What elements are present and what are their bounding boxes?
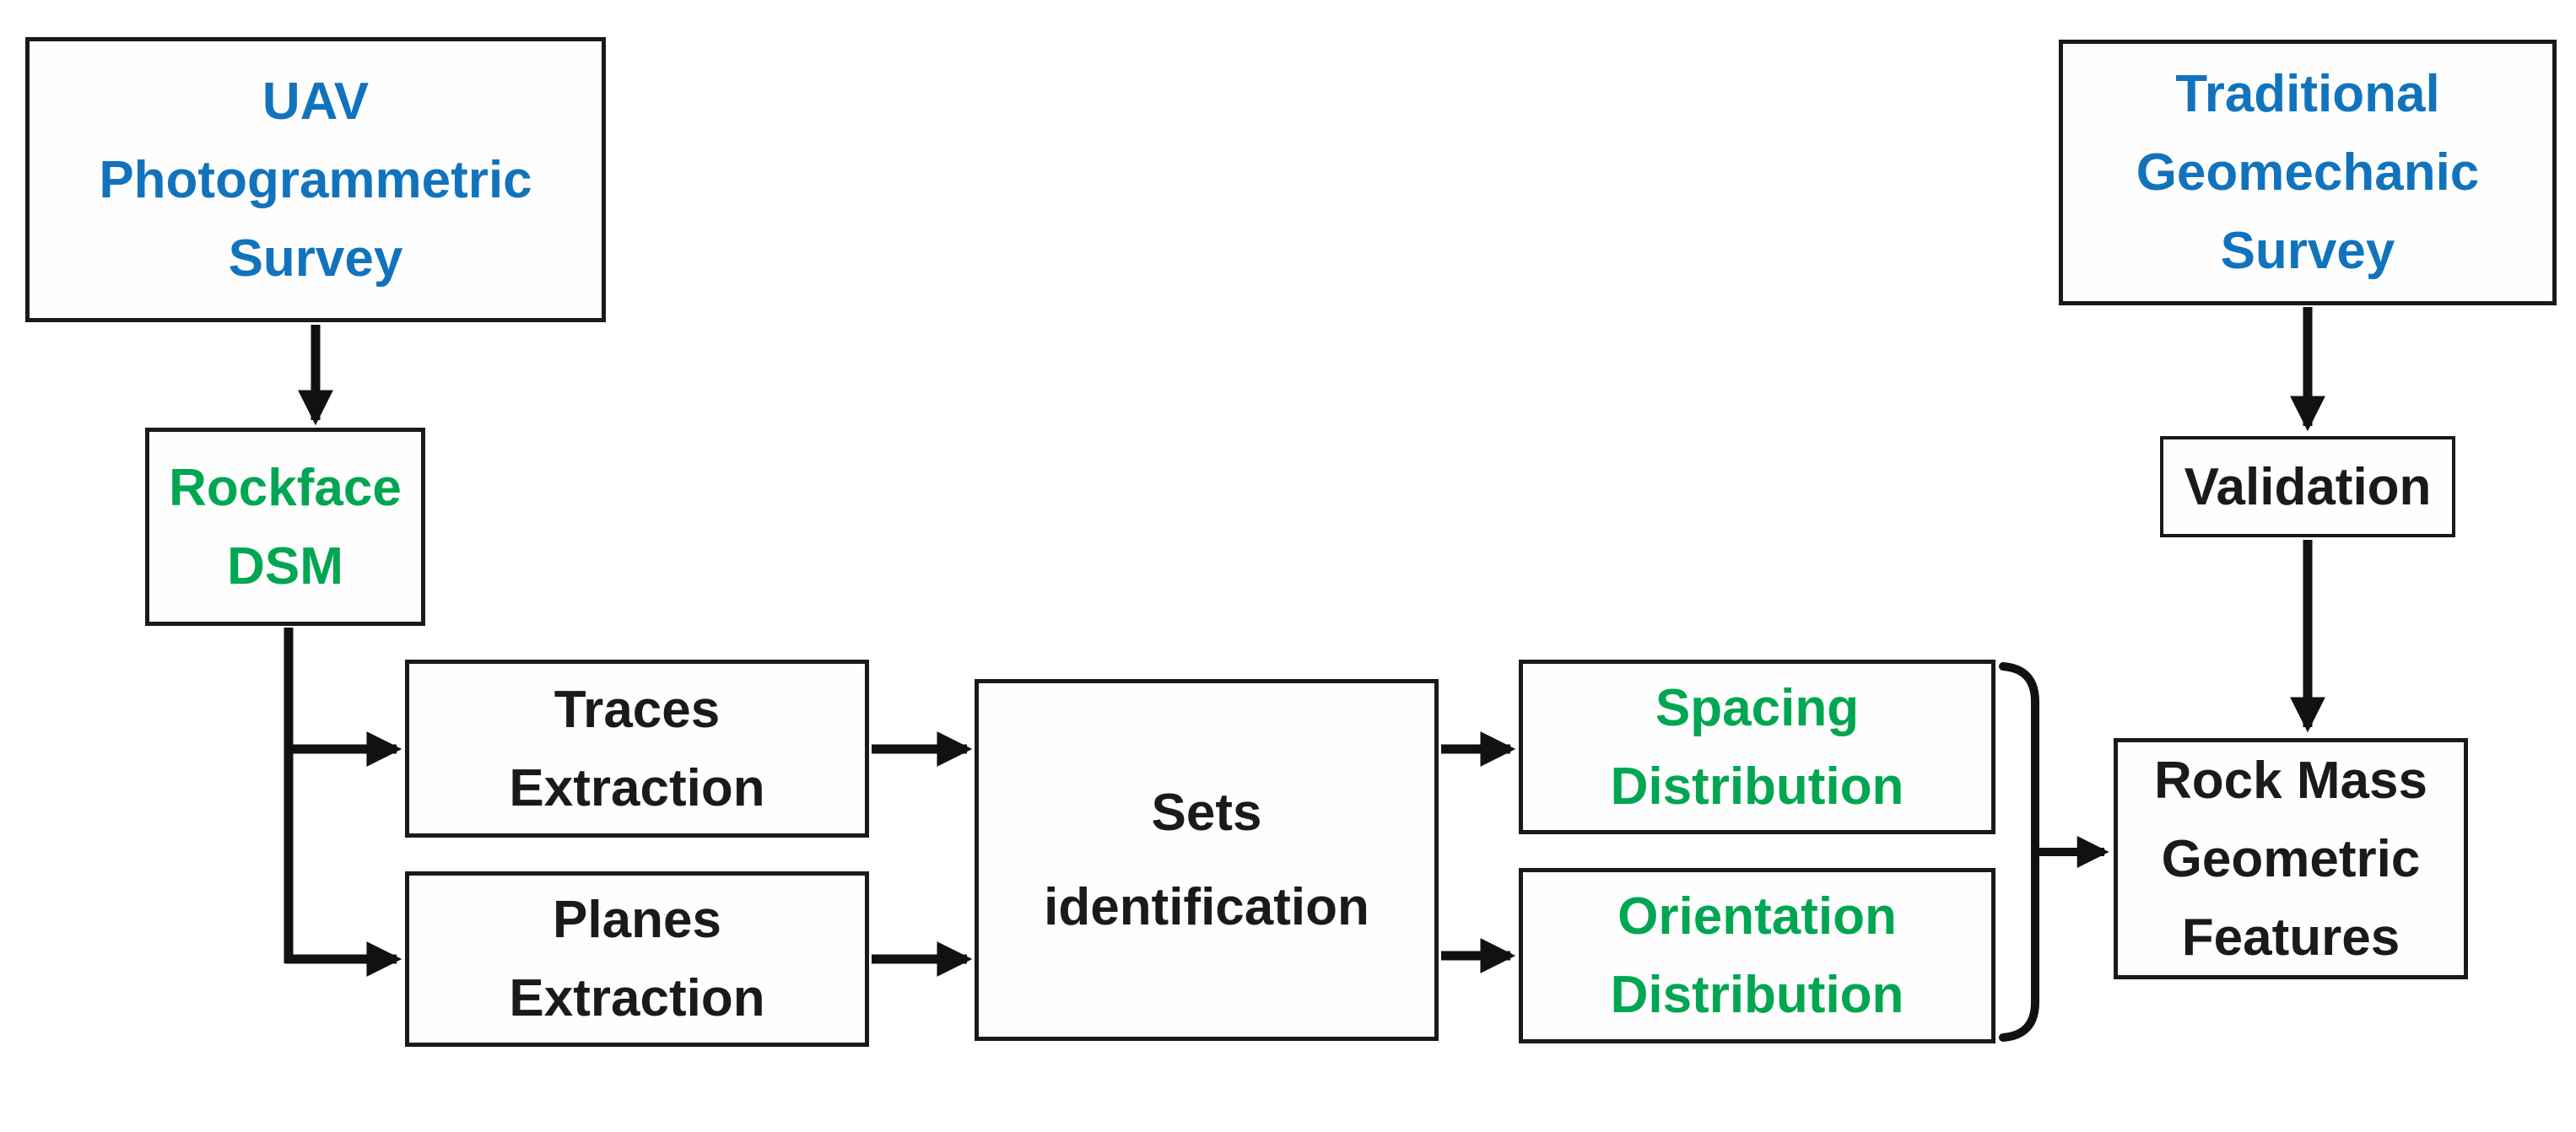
node-rockface-dsm: Rockface DSM: [145, 428, 425, 626]
node-rock-mass-geometric-features: Rock Mass Geometric Features: [2114, 738, 2468, 979]
node-uav-photogrammetric-survey: UAV Photogrammetric Survey: [25, 37, 606, 322]
node-planes-extraction: Planes Extraction: [405, 871, 869, 1047]
node-label: Sets identification: [1044, 783, 1369, 936]
node-label: Spacing Distribution: [1610, 678, 1904, 816]
node-traditional-geomechanic-survey: Traditional Geomechanic Survey: [2059, 40, 2557, 305]
node-traces-extraction: Traces Extraction: [405, 660, 869, 838]
node-label: Orientation Distribution: [1610, 887, 1904, 1024]
node-label: Planes Extraction: [509, 891, 765, 1027]
node-spacing-distribution: Spacing Distribution: [1519, 660, 1995, 834]
node-sets-identification: Sets identification: [975, 679, 1439, 1041]
node-label: Validation: [2184, 457, 2432, 516]
node-label: UAV Photogrammetric Survey: [99, 72, 532, 288]
node-validation: Validation: [2160, 436, 2455, 537]
node-label: Traces Extraction: [509, 680, 765, 817]
node-label: Rockface DSM: [169, 458, 402, 596]
node-label: Traditional Geomechanic Survey: [2136, 65, 2480, 280]
bracket-spacing-orientation: [1999, 662, 2039, 1042]
node-label: Rock Mass Geometric Features: [2154, 751, 2427, 967]
node-orientation-distribution: Orientation Distribution: [1519, 868, 1995, 1043]
